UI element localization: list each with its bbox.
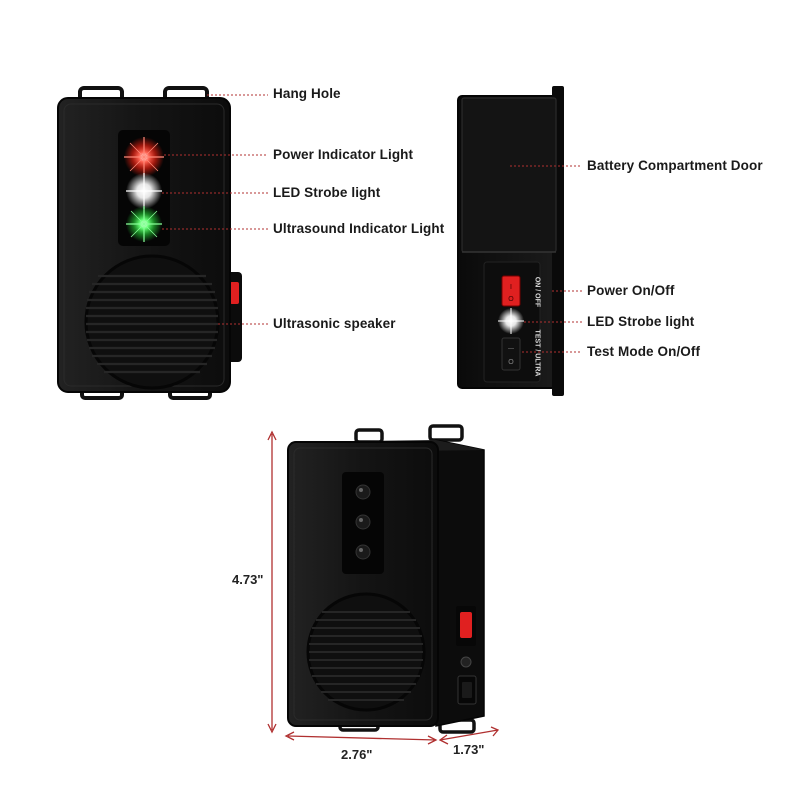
callout-power-on-off: Power On/Off	[587, 283, 675, 298]
callout-led-strobe-light-side: LED Strobe light	[587, 314, 695, 329]
front-device	[57, 86, 242, 400]
switch-label-on-off: ON / OFF	[533, 276, 541, 308]
test-mode-switch	[501, 337, 521, 371]
power-indicator-led	[124, 137, 164, 177]
side-red-switch	[460, 612, 472, 638]
front-callout-lines	[162, 94, 268, 325]
top-hang-tab-right	[428, 424, 464, 442]
switch-label-on-off-wrap: ON / OFF	[530, 272, 544, 312]
side-callout-lines	[510, 165, 582, 353]
callout-ultrasonic-speaker: Ultrasonic speaker	[273, 316, 396, 331]
callout-battery-compartment-door: Battery Compartment Door	[587, 158, 763, 173]
callout-power-indicator-light: Power Indicator Light	[273, 147, 414, 162]
side-device: I O — O	[457, 86, 564, 396]
callout-ultrasound-indicator-light: Ultrasound Indicator Light	[273, 221, 445, 236]
switch-label-test-ultra-wrap: TEST / ULTRA	[530, 328, 544, 378]
svg-text:I: I	[510, 284, 512, 291]
callout-test-mode-on-off: Test Mode On/Off	[587, 344, 701, 359]
dimension-height: 4.73"	[232, 572, 264, 587]
switch-label-test-ultra: TEST / ULTRA	[533, 329, 541, 377]
svg-text:O: O	[508, 296, 514, 303]
dimension-width: 2.76"	[341, 747, 373, 762]
led-strobe-light	[126, 173, 162, 209]
dimension-depth: 1.73"	[453, 742, 485, 757]
svg-text:—: —	[508, 346, 514, 352]
callout-led-strobe-light: LED Strobe light	[273, 185, 381, 200]
dimension-lines	[267, 430, 500, 745]
side-led-strobe	[498, 308, 524, 334]
power-switch	[501, 275, 521, 307]
top-hang-tab-left	[354, 428, 384, 444]
three-quarter-device	[287, 424, 485, 734]
svg-text:O: O	[508, 359, 514, 366]
battery-compartment-door	[461, 97, 557, 253]
ultrasound-indicator-led	[126, 206, 162, 242]
callout-hang-hole: Hang Hole	[273, 86, 341, 101]
